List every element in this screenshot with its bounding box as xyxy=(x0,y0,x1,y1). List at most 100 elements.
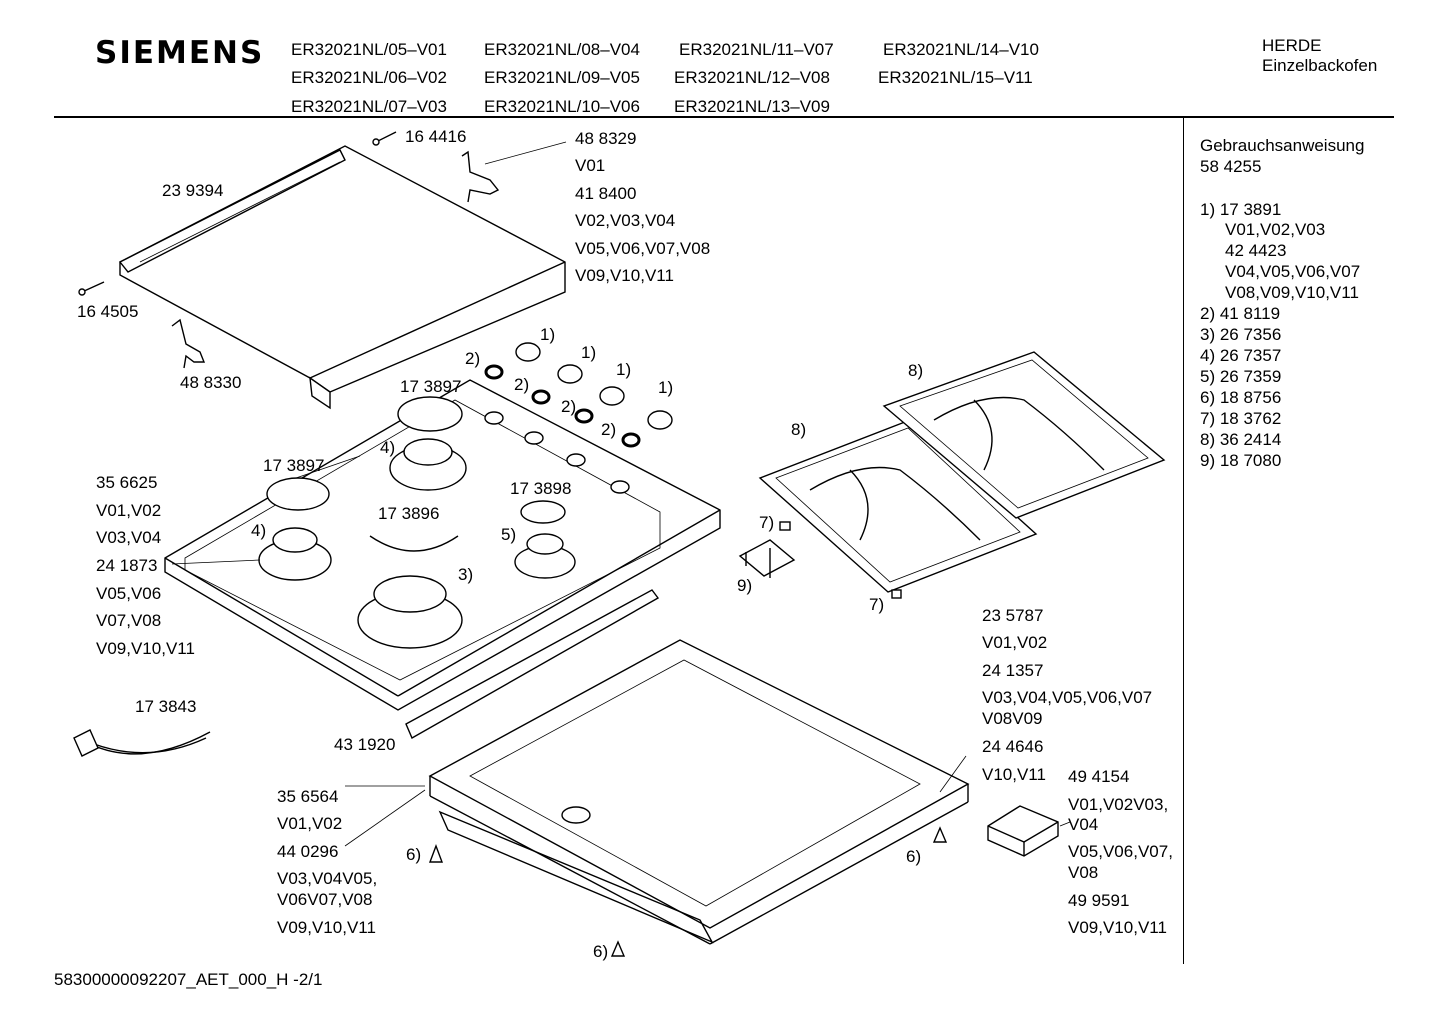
base-frame xyxy=(428,639,970,945)
variant-label: V08 xyxy=(1068,863,1099,882)
variant-label: V05,V06,V07, xyxy=(1068,842,1173,861)
part-number-label: 48 8329 xyxy=(575,129,637,148)
sidebar-line: 8) 36 2414 xyxy=(1200,430,1282,449)
part-number-label: 43 1920 xyxy=(334,735,396,754)
variant-label: V07,V08 xyxy=(96,611,162,630)
callout-label: 4) xyxy=(380,438,396,457)
callout-label: 6) xyxy=(906,847,922,866)
model-number: ER32021NL/15–V11 xyxy=(878,68,1033,87)
sidebar-line: V08,V09,V10,V11 xyxy=(1225,283,1359,302)
variant-label: V09,V10,V11 xyxy=(96,639,195,658)
power-cord xyxy=(73,729,211,757)
variant-label: V01,V02 xyxy=(982,633,1048,652)
callout-label: 4) xyxy=(251,521,267,540)
variant-label: V04 xyxy=(1068,815,1099,834)
part-number-label: 24 1357 xyxy=(982,661,1044,680)
part-number-label: 17 3843 xyxy=(135,697,197,716)
sidebar-line: 7) 18 3762 xyxy=(1200,409,1282,428)
variant-label: V10,V11 xyxy=(982,765,1046,784)
cover-lid xyxy=(118,145,566,410)
part-number-label: 41 8400 xyxy=(575,184,637,203)
part-number-label: 16 4505 xyxy=(77,302,139,321)
category-title: HERDE xyxy=(1262,36,1322,55)
sidebar-line: 6) 18 8756 xyxy=(1200,388,1282,407)
callout-label: 7) xyxy=(759,513,775,532)
rubber-feet xyxy=(428,826,948,957)
variant-label: V05,V06,V07,V08 xyxy=(575,239,711,258)
category-subtitle: Einzelbackofen xyxy=(1262,56,1378,75)
trim-strip xyxy=(405,589,660,739)
variant-label: V09,V10,V11 xyxy=(575,266,674,285)
callout-label: 2) xyxy=(561,397,577,416)
exploded-view-diagram xyxy=(73,131,1166,957)
hinge-bracket-left xyxy=(171,318,206,369)
manual-number: 58 4255 xyxy=(1200,157,1262,176)
callout-label: 1) xyxy=(658,378,674,397)
part-number-label: 49 4154 xyxy=(1068,767,1130,786)
part-number-label: 17 3897 xyxy=(400,377,462,396)
sidebar-line: V04,V05,V06,V07 xyxy=(1225,262,1361,281)
callout-label: 8) xyxy=(908,361,924,380)
junction-box xyxy=(987,805,1059,857)
pan-support-left xyxy=(758,419,1038,593)
sidebar-line: 42 4423 xyxy=(1225,241,1287,260)
part-number-label: 48 8330 xyxy=(180,373,242,392)
part-number-label: 35 6564 xyxy=(277,787,339,806)
callout-label: 1) xyxy=(540,325,556,344)
manual-label: Gebrauchsanweisung xyxy=(1200,136,1365,155)
sidebar-line: 4) 26 7357 xyxy=(1200,346,1282,365)
part-number-label: 23 9394 xyxy=(162,181,224,200)
part-number-label: 17 3896 xyxy=(378,504,440,523)
model-number: ER32021NL/09–V05 xyxy=(484,68,640,87)
callout-label: 1) xyxy=(616,360,632,379)
part-number-label: 16 4416 xyxy=(405,127,467,146)
variant-label: V03,V04 xyxy=(96,528,162,547)
callout-label: 2) xyxy=(514,375,530,394)
variant-label: V08V09 xyxy=(982,709,1043,728)
bracket-part xyxy=(738,539,796,578)
part-number-label: 17 3897 xyxy=(263,456,325,475)
knob-holes xyxy=(484,411,630,494)
variant-label: V03,V04,V05,V06,V07 xyxy=(982,688,1153,707)
model-number: ER32021NL/12–V08 xyxy=(674,68,830,87)
callout-label: 6) xyxy=(406,845,422,864)
model-number: ER32021NL/13–V09 xyxy=(674,97,830,116)
sidebar-line: V01,V02,V03 xyxy=(1225,220,1326,239)
callout-label: 9) xyxy=(737,576,753,595)
pan-support-right xyxy=(882,351,1166,519)
screw-left xyxy=(78,281,105,296)
part-number-label: 23 5787 xyxy=(982,606,1044,625)
model-number: ER32021NL/11–V07 xyxy=(679,40,834,59)
callout-label: 1) xyxy=(581,343,597,362)
variant-label: V01,V02 xyxy=(96,501,162,520)
screw-top xyxy=(372,131,397,146)
document-code: 58300000092207_AET_000_H -2/1 xyxy=(54,970,323,989)
variant-label: V01,V02V03, xyxy=(1068,795,1169,814)
variant-label: V06V07,V08 xyxy=(277,890,373,909)
part-number-label: 49 9591 xyxy=(1068,891,1130,910)
variant-label: V03,V04V05, xyxy=(277,869,378,888)
part-number-label: 17 3898 xyxy=(510,479,572,498)
model-number: ER32021NL/08–V04 xyxy=(484,40,640,59)
callout-label: 8) xyxy=(791,420,807,439)
model-number: ER32021NL/14–V10 xyxy=(883,40,1039,59)
part-number-label: 24 4646 xyxy=(982,737,1044,756)
header-divider xyxy=(54,116,1394,118)
callout-label: 3) xyxy=(458,565,474,584)
callout-label: 2) xyxy=(601,420,617,439)
clip-part xyxy=(779,521,902,599)
callout-label: 2) xyxy=(465,349,481,368)
model-number: ER32021NL/10–V06 xyxy=(484,97,640,116)
variant-label: V05,V06 xyxy=(96,584,162,603)
callout-label: 6) xyxy=(593,942,609,961)
control-knobs xyxy=(515,342,673,430)
knob-rings xyxy=(484,364,641,448)
model-number: ER32021NL/06–V02 xyxy=(291,68,447,87)
variant-label: V09,V10,V11 xyxy=(1068,918,1167,937)
callout-label: 7) xyxy=(869,595,885,614)
burners xyxy=(258,438,576,649)
brand-logo: SIEMENS xyxy=(95,35,265,71)
sidebar-divider xyxy=(1183,118,1184,964)
hinge-bracket-top xyxy=(461,150,500,203)
sidebar-line: 2) 41 8119 xyxy=(1200,304,1281,323)
